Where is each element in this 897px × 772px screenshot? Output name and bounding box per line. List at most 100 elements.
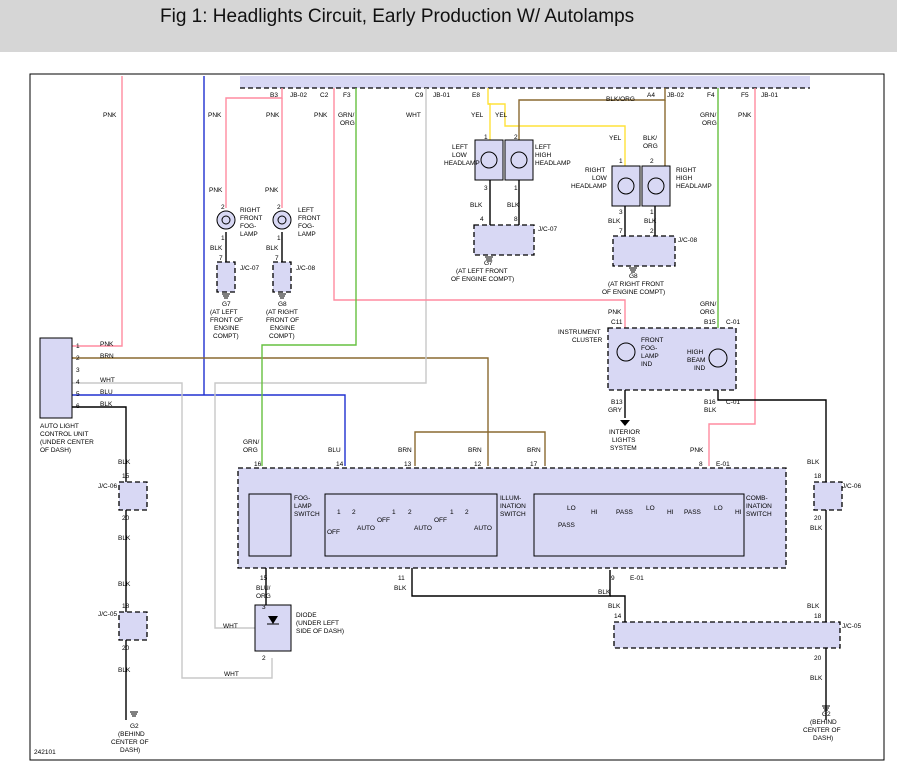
svg-text:1: 1	[337, 509, 341, 516]
svg-text:8: 8	[699, 461, 703, 468]
svg-text:F4: F4	[707, 92, 715, 99]
wire-pnk-cluster	[333, 88, 626, 335]
jc08-engine	[612, 235, 676, 267]
combination-switch	[533, 493, 745, 557]
svg-text:2: 2	[352, 509, 356, 516]
svg-text:20: 20	[814, 655, 822, 662]
svg-text:PASS: PASS	[558, 522, 576, 529]
svg-text:A4: A4	[647, 92, 655, 99]
diagram-labels: B3 JB-02 C2 F3 C9 JB-01 E8 A4 JB-02 F4 F…	[34, 92, 862, 756]
svg-text:HEADLAMP: HEADLAMP	[535, 160, 571, 167]
left-high-headlamp	[504, 139, 534, 181]
svg-text:PNK: PNK	[265, 187, 279, 194]
wire-brn-auto	[72, 357, 489, 466]
svg-text:COMPT): COMPT)	[269, 333, 295, 340]
svg-text:AUTO: AUTO	[357, 525, 375, 532]
ground-symbols	[130, 256, 830, 717]
svg-text:15: 15	[260, 575, 268, 582]
svg-text:20: 20	[814, 515, 822, 522]
svg-text:BRN: BRN	[100, 353, 114, 360]
figure-header: Fig 1: Headlights Circuit, Early Product…	[0, 0, 897, 52]
svg-text:J/C-08: J/C-08	[296, 265, 316, 272]
svg-text:BLK: BLK	[598, 589, 611, 596]
svg-text:C9: C9	[415, 92, 424, 99]
svg-text:JB-01: JB-01	[433, 92, 450, 99]
svg-text:BLK: BLK	[810, 525, 823, 532]
svg-text:INATION: INATION	[746, 503, 772, 510]
svg-text:ORG: ORG	[256, 593, 271, 600]
svg-text:(AT RIGHT FRONT: (AT RIGHT FRONT	[608, 281, 664, 288]
svg-text:F3: F3	[343, 92, 351, 99]
wire-grn-fogswitch	[261, 88, 357, 466]
svg-text:1: 1	[650, 209, 654, 216]
svg-text:SWITCH: SWITCH	[294, 511, 320, 518]
svg-text:ENGINE: ENGINE	[214, 325, 240, 332]
svg-text:BEAM: BEAM	[687, 357, 705, 364]
svg-text:ENGINE: ENGINE	[270, 325, 296, 332]
svg-text:COMPT): COMPT)	[213, 333, 239, 340]
svg-text:BLK: BLK	[394, 585, 407, 592]
wire-wht-bottom	[72, 382, 273, 679]
svg-text:2: 2	[277, 204, 281, 211]
svg-text:SWITCH: SWITCH	[746, 511, 772, 518]
svg-text:1: 1	[484, 134, 488, 141]
svg-text:BRN: BRN	[468, 447, 482, 454]
left-front-fog-lamp	[272, 210, 292, 230]
svg-text:PNK: PNK	[208, 112, 222, 119]
svg-text:HIGH: HIGH	[687, 349, 704, 356]
svg-text:J/C-06: J/C-06	[98, 483, 118, 490]
svg-text:2: 2	[76, 355, 80, 362]
svg-text:BLK: BLK	[704, 407, 717, 414]
svg-text:OF ENGINE COMPT): OF ENGINE COMPT)	[602, 289, 665, 296]
svg-text:2: 2	[650, 158, 654, 165]
svg-text:JB-02: JB-02	[290, 92, 307, 99]
svg-text:BLU: BLU	[328, 447, 341, 454]
svg-text:B15: B15	[704, 319, 716, 326]
svg-text:FRONT: FRONT	[641, 337, 663, 344]
svg-text:(BEHIND: (BEHIND	[118, 731, 145, 738]
svg-text:E-01: E-01	[630, 575, 644, 582]
svg-text:GRN/: GRN/	[700, 301, 716, 308]
svg-text:YEL: YEL	[495, 112, 508, 119]
svg-text:1: 1	[221, 235, 225, 242]
svg-text:LIGHTS: LIGHTS	[612, 437, 636, 444]
svg-text:FRONT: FRONT	[298, 215, 320, 222]
svg-text:5: 5	[76, 391, 80, 398]
svg-text:ILLUM-: ILLUM-	[500, 495, 521, 502]
svg-text:HI: HI	[667, 509, 674, 516]
svg-text:PNK: PNK	[690, 447, 704, 454]
svg-text:(BEHIND: (BEHIND	[810, 719, 837, 726]
svg-text:J/C-07: J/C-07	[240, 265, 260, 272]
svg-text:GRN/: GRN/	[243, 439, 259, 446]
svg-text:15: 15	[122, 473, 130, 480]
svg-text:1: 1	[450, 509, 454, 516]
svg-text:7: 7	[619, 228, 623, 235]
svg-text:OFF: OFF	[327, 529, 340, 536]
svg-text:AUTO LIGHT: AUTO LIGHT	[40, 423, 79, 430]
svg-text:BLU/: BLU/	[256, 585, 271, 592]
diode	[254, 604, 292, 652]
svg-text:DASH): DASH)	[120, 747, 140, 754]
svg-text:DASH): DASH)	[813, 735, 833, 742]
svg-text:242101: 242101	[34, 749, 56, 756]
svg-text:FOG-: FOG-	[294, 495, 310, 502]
svg-text:BLU: BLU	[100, 389, 113, 396]
svg-text:LAMP: LAMP	[298, 231, 316, 238]
svg-text:J/C-05: J/C-05	[98, 611, 118, 618]
svg-text:PNK: PNK	[266, 112, 280, 119]
svg-text:B3: B3	[270, 92, 278, 99]
wire-blk-highbeam	[717, 390, 827, 720]
svg-text:ORG: ORG	[700, 309, 715, 316]
right-front-fog-lamp	[216, 210, 236, 230]
svg-text:LEFT: LEFT	[452, 144, 468, 151]
svg-text:C-01: C-01	[726, 319, 740, 326]
illumination-switch	[324, 493, 498, 557]
svg-text:FRONT: FRONT	[240, 215, 262, 222]
svg-text:ORG: ORG	[243, 447, 258, 454]
svg-text:20: 20	[122, 515, 130, 522]
svg-text:8: 8	[514, 216, 518, 223]
svg-text:18: 18	[814, 473, 822, 480]
svg-text:HIGH: HIGH	[535, 152, 552, 159]
svg-text:12: 12	[474, 461, 482, 468]
svg-text:14: 14	[614, 613, 622, 620]
